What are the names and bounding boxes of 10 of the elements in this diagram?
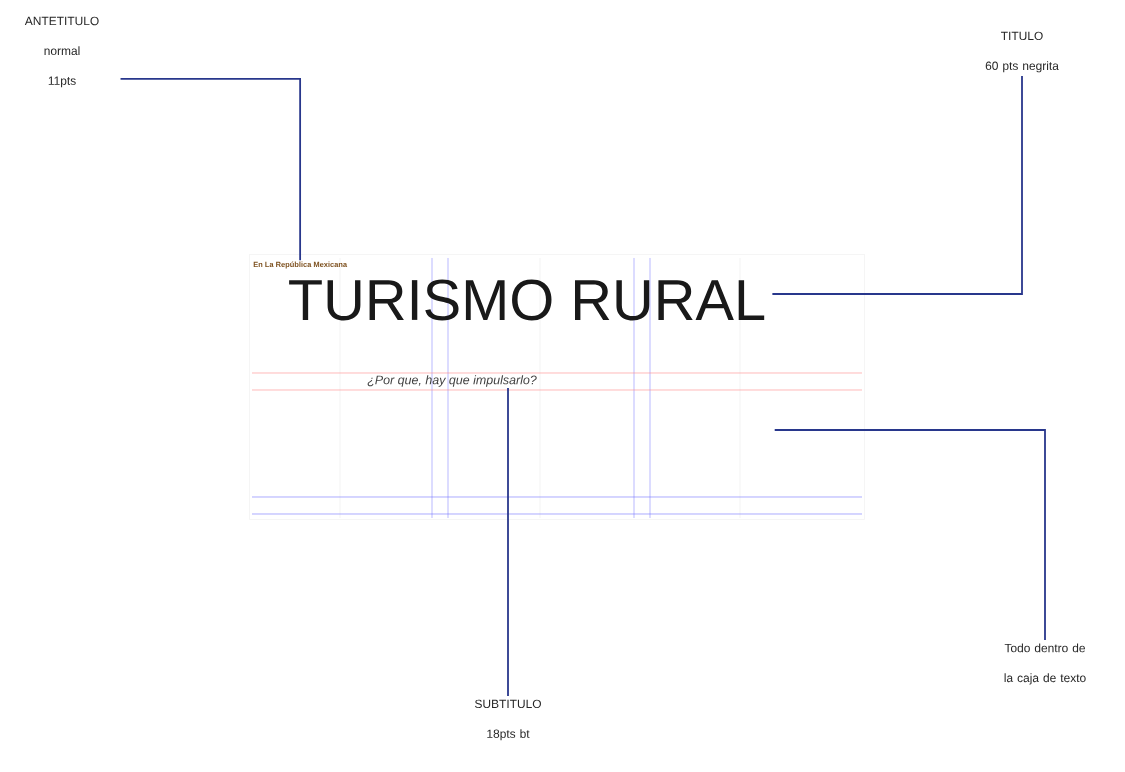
headline: TURISMO RURAL bbox=[289, 279, 765, 321]
leader-line bbox=[119, 77, 302, 262]
annotation-text: Todo dentro de la caja de texto bbox=[1004, 643, 1086, 685]
annotation-text: ANTETITULO normal 11pts bbox=[24, 16, 99, 88]
leader-line bbox=[771, 74, 1023, 295]
annotation-text: TITULO 60 pts negrita bbox=[985, 31, 1059, 73]
leader-line bbox=[773, 429, 1046, 641]
annotation-text: SUBTITULO 18pts bt bbox=[475, 699, 541, 741]
leader-line bbox=[507, 387, 509, 697]
subheadline: ¿Por que, hay que impulsarlo? bbox=[367, 375, 537, 387]
